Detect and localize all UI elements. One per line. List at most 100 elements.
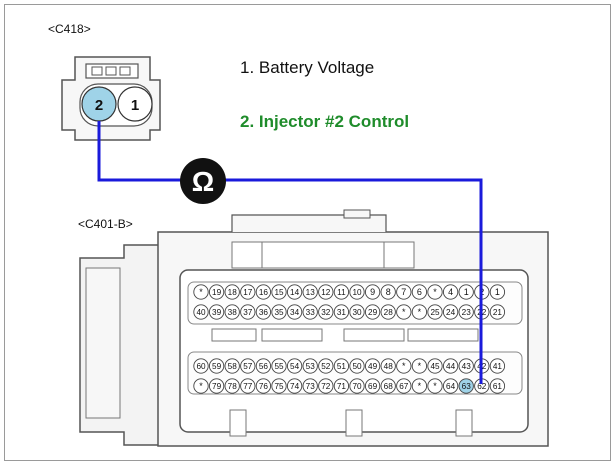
c401-pin-label: 72 xyxy=(321,382,331,391)
c401-pin-label: 64 xyxy=(446,382,456,391)
c401-pin xyxy=(458,304,474,320)
c401-pin-label: 24 xyxy=(446,308,456,317)
c401-pin xyxy=(442,284,459,300)
c401-pin-label: 62 xyxy=(477,382,487,391)
c401-pin-label: 43 xyxy=(462,362,472,371)
c401-pin-label: 40 xyxy=(196,308,206,317)
c401-pin-label: 12 xyxy=(321,288,331,297)
c401-pin-label: 10 xyxy=(352,288,362,297)
c401-pin xyxy=(240,284,256,300)
c401-pin-label: 18 xyxy=(228,288,238,297)
c401-pin-label: 78 xyxy=(228,382,238,391)
c401-pin-label: 75 xyxy=(274,382,284,391)
c401-pin-label: * xyxy=(199,287,203,297)
c401-pin xyxy=(396,304,412,320)
c401-pin-label: 35 xyxy=(274,308,284,317)
c401-pin xyxy=(458,358,474,374)
c401-pin-label: 70 xyxy=(352,382,362,391)
c401-pin-label: 1 xyxy=(464,287,469,297)
c401-pin-label: 29 xyxy=(368,308,378,317)
c401-pin xyxy=(364,378,381,394)
c401-pin xyxy=(349,284,365,300)
c401-pin xyxy=(458,378,474,394)
c401-pin xyxy=(255,304,272,320)
c401-pin xyxy=(302,378,318,394)
c401-pin-label: 60 xyxy=(196,362,206,371)
c401-pin xyxy=(380,378,396,394)
c401-pin xyxy=(333,284,350,300)
c401-pin-label: 21 xyxy=(493,308,503,317)
c401-pin-label: 9 xyxy=(370,287,375,297)
c401-pin xyxy=(240,304,256,320)
c401-pin xyxy=(255,378,272,394)
legend-item-injector-control: 2. Injector #2 Control xyxy=(240,112,410,131)
c401-pin-label: 74 xyxy=(290,382,300,391)
c401-pin xyxy=(318,358,334,374)
c401-pin-label: 28 xyxy=(384,308,394,317)
c401-pin-label: 59 xyxy=(212,362,222,371)
c401-pin xyxy=(208,378,225,394)
c401-pin xyxy=(318,304,334,320)
c401-pin-label: 11 xyxy=(337,288,346,297)
c401-pin xyxy=(427,358,443,374)
c401-pin xyxy=(380,358,396,374)
c401-pin-label: 37 xyxy=(243,308,253,317)
c401-pin xyxy=(318,284,334,300)
c401-pin-label: 1 xyxy=(495,287,500,297)
c401-pin xyxy=(193,284,209,300)
ohmmeter-icon: Ω xyxy=(180,158,226,204)
c401-pin-label: 36 xyxy=(259,308,269,317)
c401-pin xyxy=(349,378,365,394)
c401-pin-label: 14 xyxy=(290,288,300,297)
c401-pin xyxy=(286,358,303,374)
c401-pin xyxy=(364,304,381,320)
c401-pin xyxy=(193,358,209,374)
c401-pin-label: 57 xyxy=(243,362,253,371)
c401-pin xyxy=(271,358,287,374)
c401-pin xyxy=(318,378,334,394)
c401-pin xyxy=(380,284,396,300)
c401-pin xyxy=(411,304,428,320)
c401-pin-label: 54 xyxy=(290,362,300,371)
c418-pin-1 xyxy=(117,86,153,122)
c401-pin xyxy=(458,284,474,300)
c401-pin-label: 19 xyxy=(212,288,222,297)
c401-pin-label: 45 xyxy=(430,362,440,371)
c401-pin-label: 33 xyxy=(306,308,316,317)
c401-pin xyxy=(255,358,272,374)
c401-pin xyxy=(411,284,428,300)
c401-pin xyxy=(427,304,443,320)
c401-pin-label: 58 xyxy=(228,362,238,371)
c401-pin xyxy=(349,304,365,320)
c401-pin-label: * xyxy=(418,381,422,391)
c401-pin-label: 38 xyxy=(228,308,238,317)
c401-pin xyxy=(364,358,381,374)
c401-pin xyxy=(489,378,506,394)
c401-pin-label: 56 xyxy=(259,362,269,371)
c401-pin xyxy=(333,358,350,374)
c401-pin-label: * xyxy=(199,381,203,391)
c418-connector: 2 1 xyxy=(61,56,161,141)
c401-pin-label: 53 xyxy=(306,362,316,371)
c401-pin-label: 71 xyxy=(337,382,347,391)
c401-pin-label: 73 xyxy=(306,382,316,391)
c401-pin xyxy=(224,284,240,300)
c401-pin-label: 7 xyxy=(401,287,406,297)
c401-pin xyxy=(396,378,412,394)
c401-pin-label: 48 xyxy=(384,362,394,371)
c401-pin xyxy=(396,284,412,300)
c401-pin xyxy=(240,358,256,374)
c401-pin xyxy=(442,304,459,320)
c401-pin-label: 6 xyxy=(417,287,422,297)
c401-pin-label: 41 xyxy=(493,362,503,371)
c401-pin xyxy=(271,304,287,320)
c401-pin-label: 44 xyxy=(446,362,456,371)
c401-pin xyxy=(208,358,225,374)
c401-pin xyxy=(442,378,459,394)
c401-pin-label: 51 xyxy=(337,362,347,371)
c401-pin xyxy=(364,284,381,300)
c418-pin-2-label: 2 xyxy=(95,97,103,114)
